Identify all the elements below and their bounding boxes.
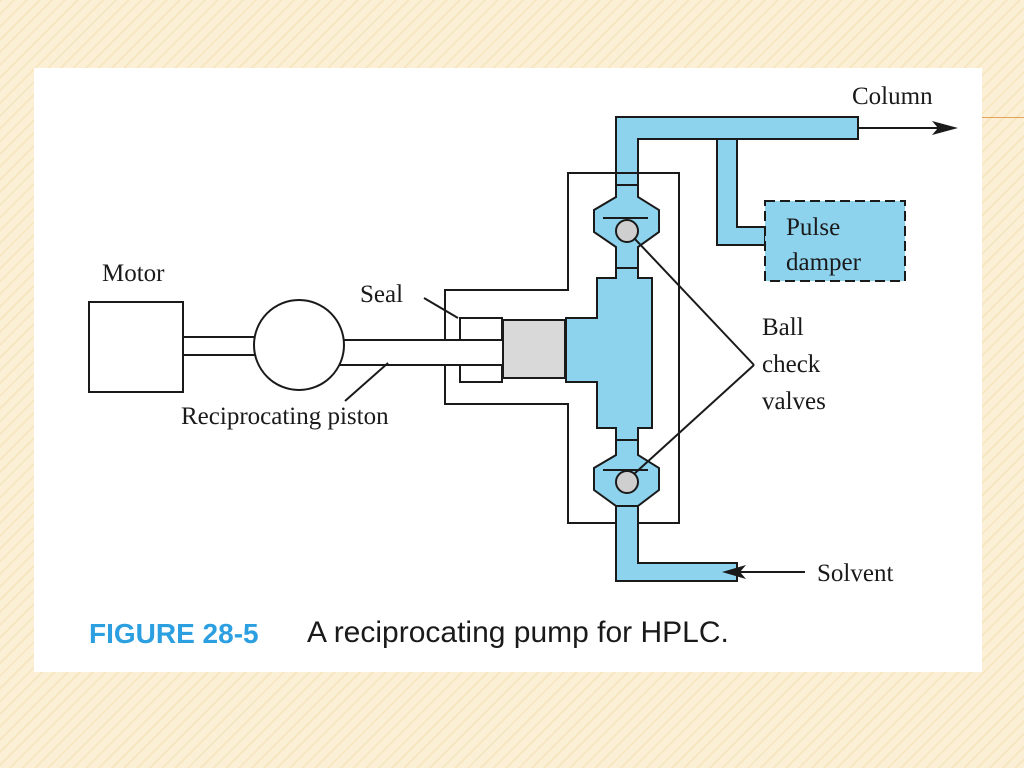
seal-leader [423,297,459,319]
label-pulse-damper-2: damper [786,249,862,276]
pulse-damper [764,200,906,282]
label-pulse-damper-1: Pulse [786,214,840,241]
figure-number: FIGURE 28-5 [89,618,259,649]
pump-body [444,172,680,524]
slide-accent-line [955,117,1024,118]
valve-leader-upper [633,237,755,366]
label-motor: Motor [102,260,165,287]
figure-caption: A reciprocating pump for HPLC. [307,616,729,649]
motor-shaft [182,336,256,356]
piston-rod [319,339,504,366]
label-seal: Seal [360,281,403,308]
lower-ball-valve [615,470,639,494]
piston-head [502,319,566,379]
upper-ball-valve [615,219,639,243]
column-arrowhead [932,121,958,135]
piston-leader [344,362,389,402]
motor [88,301,184,393]
label-valves: valves [762,388,826,415]
label-check: check [762,351,821,378]
label-reciprocating-piston: Reciprocating piston [181,403,389,430]
solvent-inlet-tube [615,505,738,582]
label-solvent: Solvent [817,560,893,587]
cam-wheel [253,299,345,391]
label-ball: Ball [762,314,804,341]
valve-leader-lower [633,364,755,475]
label-column: Column [852,83,933,110]
pump-chamber [565,267,653,441]
damper-branch-tube [716,138,766,246]
solvent-arrowhead [722,565,746,579]
